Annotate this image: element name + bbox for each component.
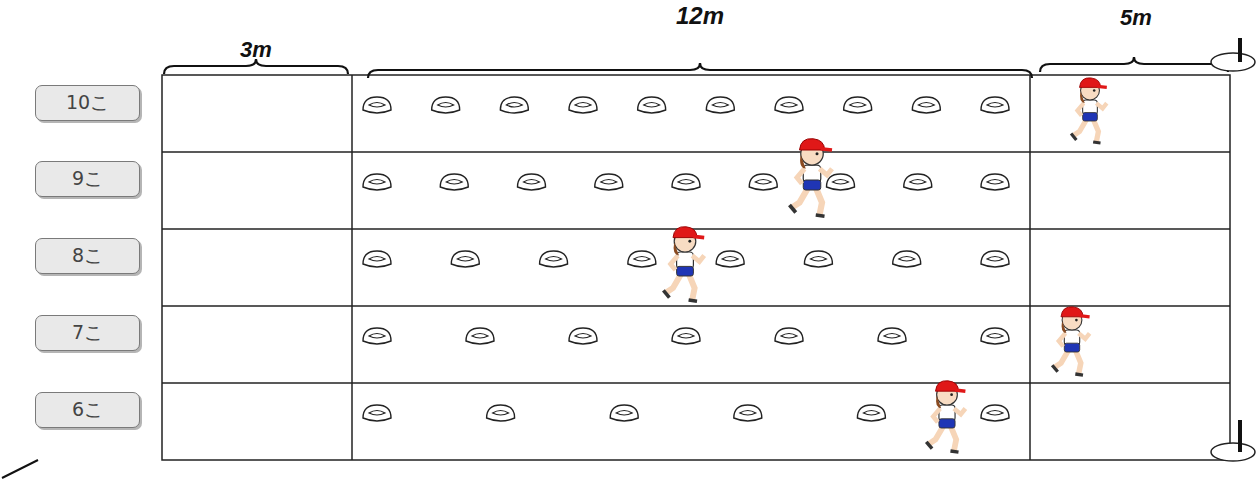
runner-figure [1071, 78, 1107, 143]
pole [1238, 38, 1242, 62]
cone [540, 251, 568, 267]
cone [569, 328, 597, 344]
zone-line [351, 75, 353, 460]
poles [1211, 38, 1255, 461]
cone [857, 405, 885, 421]
cone [451, 251, 479, 267]
lane-count-button: 6こ [35, 392, 140, 428]
cone [628, 251, 656, 267]
cone [487, 405, 515, 421]
count-label: 10こ [66, 90, 109, 116]
dimension-label: 12m [676, 2, 724, 30]
dimension-brace [368, 63, 1032, 78]
cone [363, 405, 391, 421]
cone [440, 174, 468, 190]
cone [827, 174, 855, 190]
cone [734, 405, 762, 421]
cone [775, 97, 803, 113]
cone [878, 328, 906, 344]
cone [912, 97, 940, 113]
lane-count-button: 8こ [35, 238, 140, 274]
cone [749, 174, 777, 190]
lane-count-button: 7こ [35, 315, 140, 351]
cone [672, 328, 700, 344]
field-outline [162, 75, 1230, 460]
cone [518, 174, 546, 190]
cone [981, 251, 1009, 267]
cone [981, 328, 1009, 344]
lane-line [162, 382, 1230, 384]
cone [466, 328, 494, 344]
cone [595, 174, 623, 190]
cone [804, 251, 832, 267]
pole-base [1211, 443, 1255, 461]
cone [432, 97, 460, 113]
lane-grid [162, 75, 1230, 460]
dimension-brace [1040, 57, 1228, 72]
dimension-label: 3m [240, 37, 272, 63]
cone [706, 97, 734, 113]
count-label: 6こ [72, 397, 103, 423]
runner-figure [790, 139, 833, 217]
cone [569, 97, 597, 113]
cone [904, 174, 932, 190]
cone [500, 97, 528, 113]
cone [363, 97, 391, 113]
runner-figure [1052, 307, 1089, 375]
zone-line [1029, 75, 1031, 460]
cone [638, 97, 666, 113]
count-label: 9こ [72, 166, 103, 192]
cones [363, 97, 1009, 421]
runner-figure [926, 381, 965, 452]
pole-base [1211, 53, 1255, 71]
lane-line [162, 228, 1230, 230]
cone [672, 174, 700, 190]
cone [363, 174, 391, 190]
cone [363, 328, 391, 344]
lane-line [162, 151, 1230, 153]
cone [363, 251, 391, 267]
cone [775, 328, 803, 344]
cone [981, 405, 1009, 421]
cone [716, 251, 744, 267]
lane-count-button: 10こ [35, 85, 140, 121]
corner-line [2, 460, 38, 478]
count-label: 8こ [72, 243, 103, 269]
runner-figure [663, 227, 704, 302]
cone [893, 251, 921, 267]
count-label: 7こ [72, 320, 103, 346]
dimension-label: 5m [1120, 5, 1152, 31]
lane-count-button: 9こ [35, 161, 140, 197]
cone [981, 97, 1009, 113]
cone [844, 97, 872, 113]
cone [981, 174, 1009, 190]
pole [1238, 420, 1242, 452]
cone [610, 405, 638, 421]
